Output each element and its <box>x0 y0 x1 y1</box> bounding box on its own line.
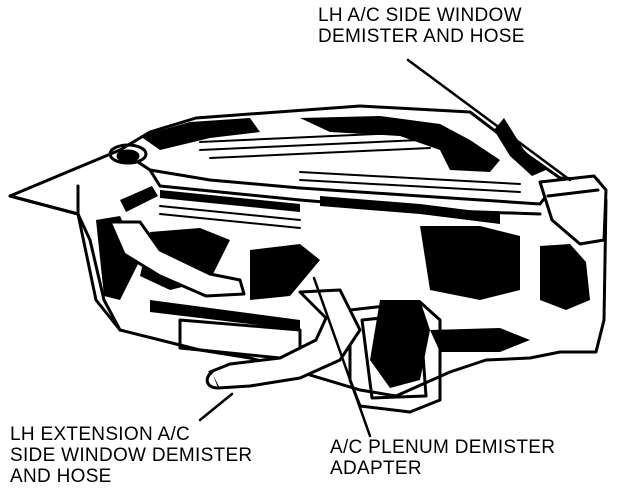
label-lh-ac-side-window-demister: LH A/C SIDE WINDOW DEMISTER AND HOSE <box>318 5 525 47</box>
label-line: AND HOSE <box>10 466 112 487</box>
label-line: SIDE WINDOW DEMISTER <box>10 445 253 466</box>
label-line: ADAPTER <box>330 458 422 479</box>
label-ac-plenum-demister-adapter: A/C PLENUM DEMISTER ADAPTER <box>330 437 555 479</box>
label-line: DEMISTER AND HOSE <box>318 26 525 47</box>
lh-extension-hose <box>205 288 362 390</box>
duct-opening <box>108 143 148 165</box>
side-hose <box>108 220 246 298</box>
label-line: A/C PLENUM DEMISTER <box>330 437 556 458</box>
label-line: LH EXTENSION A/C <box>10 424 191 445</box>
leader-lines <box>198 58 572 438</box>
label-lh-extension-ac-side-window-demister: LH EXTENSION A/C SIDE WINDOW DEMISTER AN… <box>10 424 252 487</box>
label-line: LH A/C SIDE WINDOW <box>318 5 522 26</box>
rh-demister-hose <box>538 174 608 246</box>
vent-grilles <box>159 131 521 229</box>
instrument-panel-housing <box>8 104 608 398</box>
